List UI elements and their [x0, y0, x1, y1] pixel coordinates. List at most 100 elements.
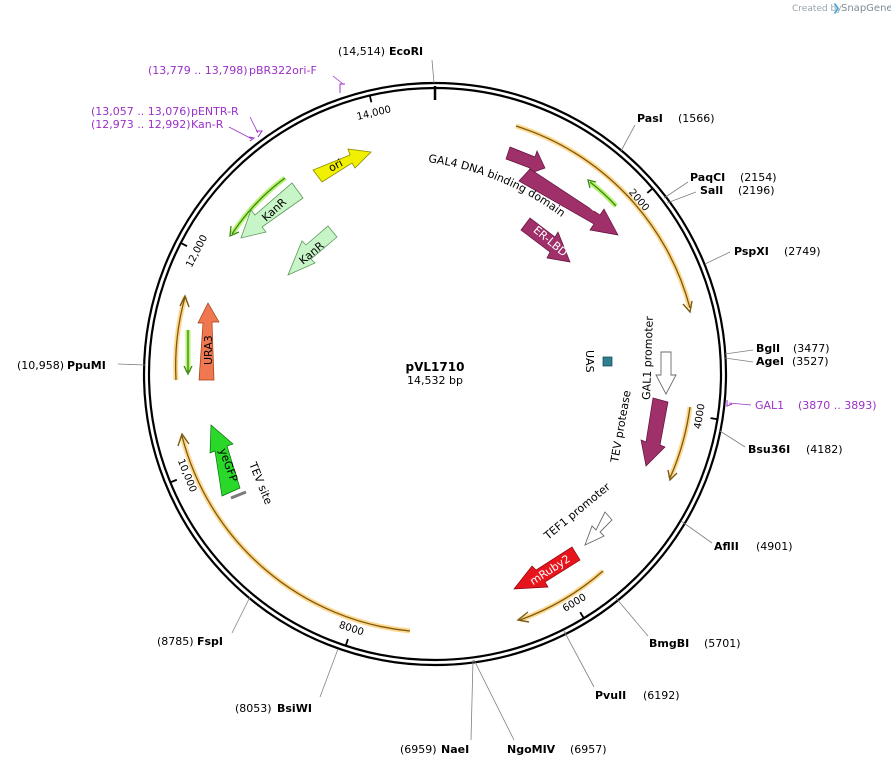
- site-pspxi-pos: (2749): [784, 245, 821, 258]
- plasmid-length: 14,532 bp: [407, 374, 463, 387]
- site-sali-name: SalI: [700, 184, 723, 197]
- site-bsu36i[interactable]: Bsu36I (4182): [719, 430, 843, 456]
- site-sali-pos: (2196): [738, 184, 775, 197]
- restriction-sites: (14,514) EcoRI PasI (1566) PaqCI (2154) …: [17, 45, 843, 756]
- tick-mark-4000: [710, 417, 718, 421]
- site-aflii[interactable]: AflII (4901): [680, 520, 793, 553]
- plasmid-name: pVL1710: [406, 360, 465, 374]
- backbone-outer-ring: [142, 81, 728, 667]
- site-ecori[interactable]: (14,514) EcoRI: [338, 45, 435, 84]
- site-bgli-pos: (3477): [793, 342, 830, 355]
- primer-pentr-r-range: (13,057 .. 13,076): [91, 105, 191, 118]
- site-ecori-name: EcoRI: [389, 45, 423, 58]
- orf-arc-gal4-ert2: [515, 123, 693, 314]
- primer-pentr-r[interactable]: (13,057 .. 13,076) pENTR-R: [91, 105, 263, 138]
- site-naei-name: NaeI: [441, 743, 469, 756]
- feature-tef1-promoter-label: TEF1 promoter: [541, 480, 613, 543]
- primer-kan-r-name: Kan-R: [191, 118, 224, 131]
- site-pvuii-name: PvuII: [595, 689, 626, 702]
- site-ppumi-name: PpuMI: [67, 359, 106, 372]
- feature-tev-protease[interactable]: [640, 397, 669, 467]
- primer-gal1-range: (3870 .. 3893): [798, 399, 877, 412]
- site-paqci-pos: (2154): [740, 171, 777, 184]
- site-bgli[interactable]: BglI (3477): [724, 342, 830, 355]
- tick-label-14000: 14,000: [356, 104, 393, 123]
- feature-tef1-promoter[interactable]: [584, 511, 613, 546]
- orf-arc-yegfp: [177, 432, 411, 634]
- site-bmgbi[interactable]: BmgBI (5701): [615, 597, 741, 650]
- feature-kanr-inner[interactable]: [287, 225, 338, 276]
- primer-pbr322ori-f-name: pBR322ori-F: [249, 64, 317, 77]
- feature-uas-label: UAS: [583, 350, 596, 373]
- site-pspxi-name: PspXI: [734, 245, 769, 258]
- orf-arrow-icon: [682, 300, 693, 314]
- snapgene-brand-text: SnapGene: [841, 3, 891, 14]
- plasmid-center-label: pVL1710 14,532 bp: [406, 360, 465, 387]
- site-agei-name: AgeI: [756, 355, 784, 368]
- orf-arrow-icon: [516, 611, 530, 623]
- tick-label-4000: 4000: [693, 403, 708, 430]
- tick-label-12000: 12,000: [184, 233, 210, 269]
- feature-ura3[interactable]: [197, 302, 220, 381]
- primer-gal1[interactable]: GAL1 (3870 .. 3893): [726, 399, 877, 412]
- feature-gal4-dbd[interactable]: [505, 146, 546, 175]
- feature-gal1-promoter[interactable]: [655, 351, 677, 395]
- site-fspi-name: FspI: [197, 635, 223, 648]
- site-paqci[interactable]: PaqCI (2154): [663, 171, 777, 199]
- feature-ert2[interactable]: [518, 168, 619, 236]
- tick-mark-6000: [579, 611, 585, 619]
- site-bgli-name: BglI: [756, 342, 780, 355]
- site-fspi[interactable]: (8785) FspI: [157, 596, 251, 648]
- tick-mark-2000: [646, 187, 654, 194]
- inner-green-arcs: [183, 175, 618, 376]
- site-bsiwi-name: BsiWI: [277, 702, 312, 715]
- site-ppumi[interactable]: (10,958) PpuMI: [17, 359, 146, 372]
- site-agei[interactable]: AgeI (3527): [724, 355, 829, 368]
- feature-tev-site[interactable]: [230, 490, 247, 500]
- site-sali[interactable]: SalI (2196): [666, 184, 775, 204]
- site-aflii-name: AflII: [714, 540, 739, 553]
- feature-tev-protease-label: TEV protease: [608, 389, 634, 464]
- site-bmgbi-name: BmgBI: [649, 637, 689, 650]
- primer-pbr322ori-f-range: (13,779 .. 13,798): [148, 64, 248, 77]
- tick-mark-8000: [344, 638, 349, 646]
- snapgene-credit: Created by ❯ SnapGene: [792, 3, 891, 14]
- feature-uas[interactable]: [602, 356, 613, 367]
- site-bsu36i-name: Bsu36I: [748, 443, 790, 456]
- snapgene-logo-icon: ❯: [832, 3, 840, 14]
- site-paqci-name: PaqCI: [690, 171, 725, 184]
- site-naei[interactable]: (6959) NaeI: [400, 659, 474, 756]
- site-bsiwi-pos: (8053): [235, 702, 272, 715]
- site-bmgbi-pos: (5701): [704, 637, 741, 650]
- feature-ura3-label: URA3: [202, 335, 215, 365]
- orf-arcs: [173, 123, 693, 634]
- feature-mruby2[interactable]: [513, 546, 581, 590]
- feature-tev-site-label: TEV site: [246, 459, 275, 506]
- primer-pentr-r-name: pENTR-R: [191, 105, 239, 118]
- site-aflii-pos: (4901): [756, 540, 793, 553]
- primer-pbr322ori-f[interactable]: (13,779 .. 13,798) pBR322ori-F: [148, 64, 345, 93]
- site-pvuii[interactable]: PvuII (6192): [563, 630, 680, 702]
- site-naei-pos: (6959): [400, 743, 437, 756]
- feature-yegfp[interactable]: [209, 424, 241, 497]
- site-bsu36i-pos: (4182): [806, 443, 843, 456]
- feature-ori[interactable]: [312, 148, 372, 183]
- site-ngomiv-name: NgoMIV: [507, 743, 556, 756]
- site-pspxi[interactable]: PspXI (2749): [704, 245, 821, 265]
- feature-er-lbd[interactable]: [520, 217, 571, 263]
- primer-kan-r[interactable]: (12,973 .. 12,992) Kan-R: [91, 118, 256, 142]
- tick-mark-14000: [368, 95, 373, 103]
- site-bsiwi[interactable]: (8053) BsiWI: [235, 648, 339, 715]
- orf-arrow-icon: [177, 432, 190, 447]
- primer-gal1-name: GAL1: [755, 399, 784, 412]
- site-pasi[interactable]: PasI (1566): [620, 112, 715, 152]
- feature-ori-label: ori: [326, 156, 345, 174]
- site-ngomiv[interactable]: NgoMIV (6957): [473, 659, 607, 756]
- site-agei-pos: (3527): [792, 355, 829, 368]
- orf-arc-tev: [667, 406, 693, 482]
- feature-kanr-outer[interactable]: [240, 182, 304, 239]
- tick-mark-12000: [180, 242, 188, 247]
- orf-arrow-icon: [667, 469, 678, 482]
- orf-arrow-icon: [179, 294, 190, 308]
